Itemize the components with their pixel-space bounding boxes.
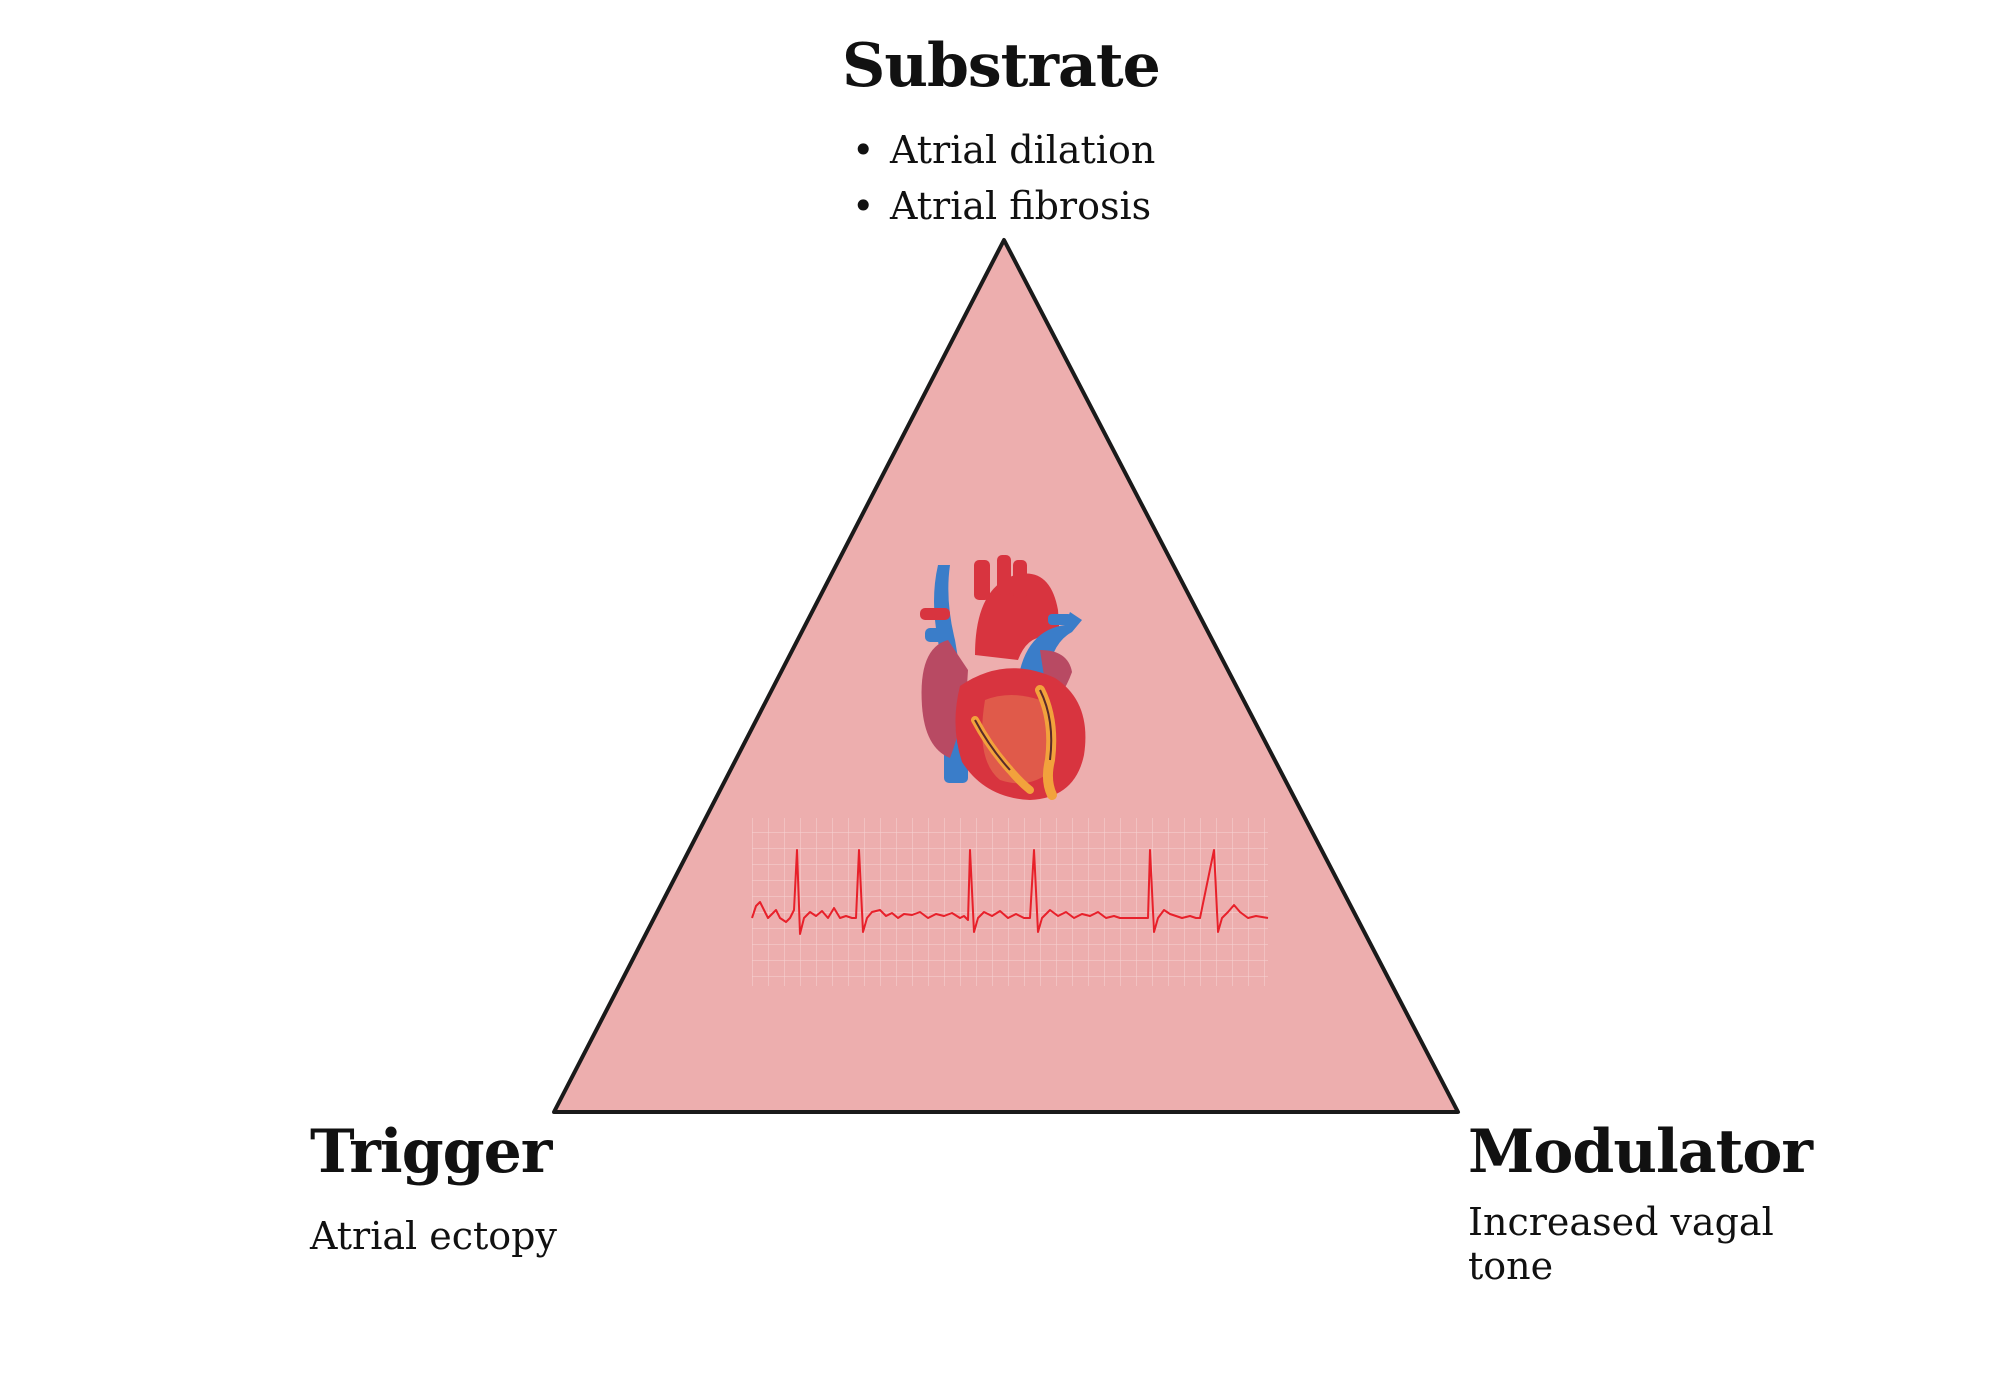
substrate-heading: Substrate [842, 31, 1161, 101]
substrate-item-fibrosis: Atrial fibrosis [848, 184, 1155, 228]
substrate-item-dilation: Atrial dilation [848, 128, 1155, 172]
trigger-description: Atrial ectopy [310, 1214, 557, 1258]
modulator-description: Increased vagal tone [1468, 1200, 1774, 1288]
modulator-heading: Modulator [1468, 1117, 1813, 1187]
ecg-strip-icon [751, 818, 1269, 986]
trigger-heading: Trigger [310, 1117, 552, 1187]
heart-anatomy-icon [920, 555, 1086, 800]
substrate-list: Atrial dilation Atrial fibrosis [848, 128, 1155, 240]
